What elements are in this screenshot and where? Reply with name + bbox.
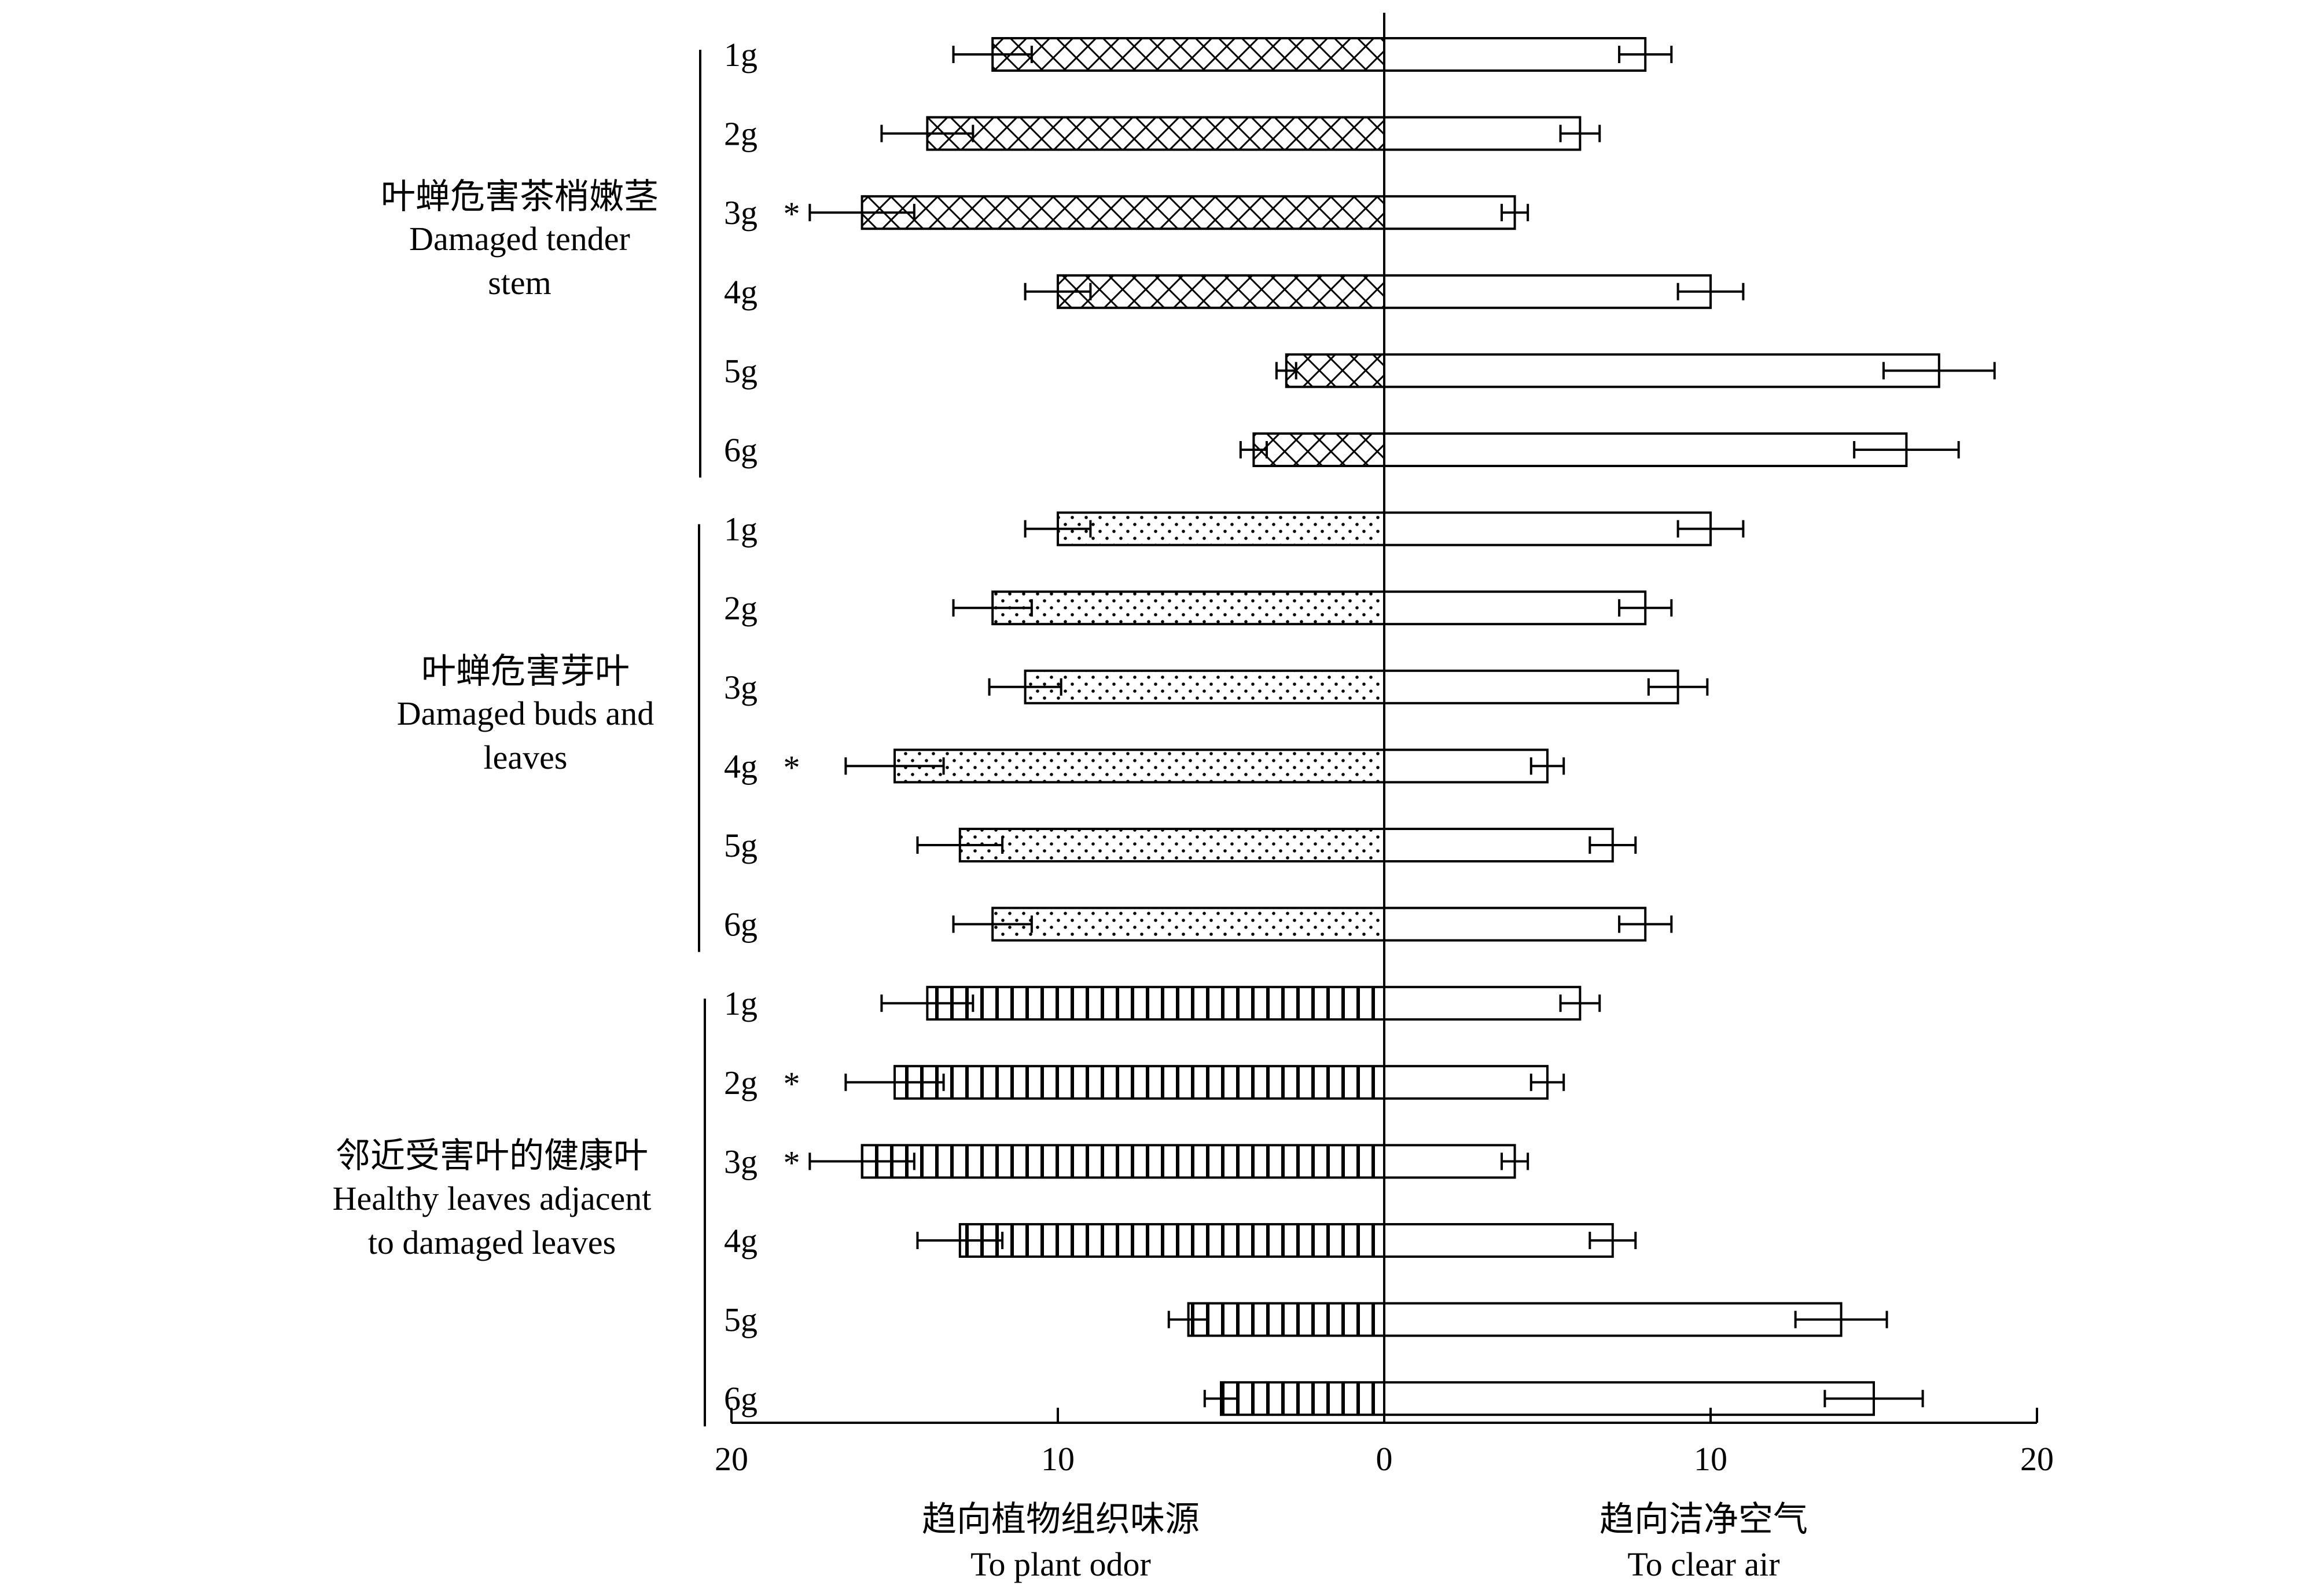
bar-clear-air [1383, 1144, 1516, 1179]
axis-label-left-cn: 趋向植物组织味源 [922, 1500, 1200, 1539]
x-tick-label: 0 [1376, 1440, 1393, 1478]
x-tick-label: 10 [1041, 1440, 1075, 1478]
dose-label: 2g [724, 1064, 757, 1102]
dose-label: 5g [724, 352, 757, 390]
bar-plant-odor [991, 590, 1385, 626]
group-label-en: stem [488, 264, 551, 302]
dose-label: 6g [724, 431, 757, 469]
bar-clear-air [1383, 511, 1712, 546]
group-label-en: to damaged leaves [368, 1224, 616, 1261]
bar-plant-odor [1285, 353, 1386, 388]
dose-label: 3g [724, 194, 757, 232]
chart-marks: 1g 2g 3g * 4g 5g 6g 叶蝉危害茶梢嫩茎 Damaged tender stem 1… [333, 13, 2054, 1478]
dose-label: 1g [724, 511, 757, 548]
dose-label: 2g [724, 115, 757, 153]
bar-clear-air [1383, 986, 1582, 1021]
bar-plant-odor [861, 195, 1385, 230]
bar-clear-air [1383, 1223, 1614, 1258]
x-tick-label: 20 [2020, 1440, 2054, 1478]
group-label-en: Damaged buds and [397, 695, 654, 732]
bar-plant-odor [926, 116, 1385, 151]
axis-label-left-en: To plant odor [970, 1545, 1151, 1583]
bar-clear-air [1383, 906, 1647, 942]
bar-clear-air [1383, 1064, 1549, 1100]
dose-label: 4g [724, 1222, 757, 1260]
dose-label: 5g [724, 1301, 757, 1339]
group-label-en: Healthy leaves adjacent [333, 1180, 652, 1217]
bar-plant-odor [1252, 432, 1385, 467]
dose-label: 6g [724, 906, 757, 943]
significance-mark: * [784, 1065, 800, 1103]
bar-clear-air [1383, 37, 1647, 72]
dose-label: 2g [724, 589, 757, 627]
x-tick-label: 20 [715, 1440, 748, 1478]
dose-label: 4g [724, 747, 757, 785]
dose-label: 3g [724, 669, 757, 706]
axis-label-right-cn: 趋向洁净空气 [1599, 1500, 1808, 1539]
bar-clear-air [1383, 353, 1940, 388]
bar-clear-air [1383, 828, 1614, 862]
bar-plant-odor [893, 748, 1385, 784]
dose-label: 5g [724, 827, 757, 864]
bar-plant-odor [958, 828, 1386, 862]
bar-plant-odor [1024, 669, 1385, 704]
bar-plant-odor [958, 1223, 1386, 1258]
bar-clear-air [1383, 432, 1908, 467]
x-tick-label: 10 [1694, 1440, 1727, 1478]
bar-plant-odor [926, 986, 1385, 1021]
group-label-cn: 叶蝉危害茶梢嫩茎 [381, 178, 659, 216]
bar-clear-air [1383, 116, 1582, 151]
dose-label: 1g [724, 36, 757, 74]
significance-mark: * [784, 1144, 800, 1181]
dose-label: 6g [724, 1380, 757, 1418]
bar-plant-odor [893, 1064, 1385, 1100]
dose-label: 1g [724, 985, 757, 1022]
dose-label: 4g [724, 273, 757, 311]
significance-mark: * [784, 195, 800, 233]
bar-clear-air [1383, 748, 1549, 784]
bar-clear-air [1383, 1381, 1875, 1416]
bar-plant-odor [991, 906, 1385, 942]
group-label-en: Damaged tender [409, 220, 630, 258]
bar-plant-odor [1057, 511, 1385, 546]
bar-clear-air [1383, 195, 1516, 230]
bar-plant-odor [1220, 1381, 1385, 1416]
dose-label: 3g [724, 1143, 757, 1180]
bar-clear-air [1383, 590, 1647, 626]
axis-label-right-en: To clear air [1627, 1545, 1779, 1583]
group-label-en: leaves [484, 739, 568, 776]
bar-clear-air [1383, 669, 1679, 704]
bar-plant-odor [1057, 274, 1385, 309]
bar-plant-odor [1187, 1302, 1386, 1337]
bar-clear-air [1383, 274, 1712, 309]
bar-plant-odor [991, 37, 1385, 72]
group-label-cn: 邻近受害叶的健康叶 [336, 1137, 648, 1175]
bar-clear-air [1383, 1302, 1843, 1337]
bar-plant-odor [861, 1144, 1385, 1179]
group-label-cn: 叶蝉危害芽叶 [421, 652, 630, 691]
significance-mark: * [784, 748, 800, 786]
